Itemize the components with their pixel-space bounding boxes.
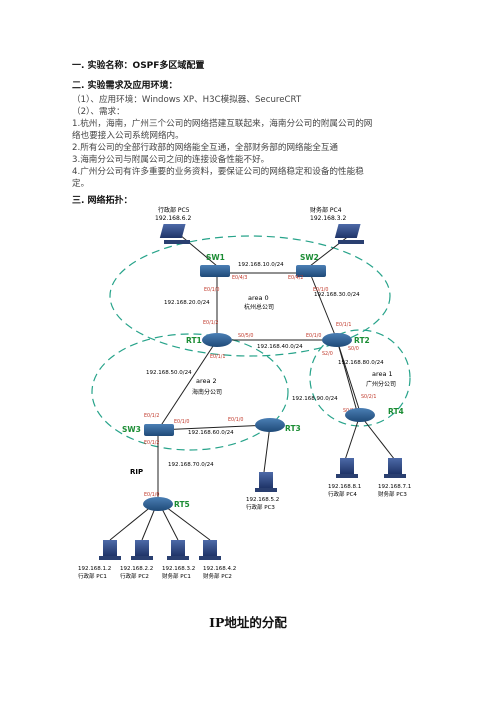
pc2a-label: 行政部 PC2: [120, 572, 149, 580]
area2-ellipse: [91, 333, 289, 451]
req-heading: （2）、需求：: [72, 107, 125, 117]
port-s0-1: S0/0: [348, 346, 359, 352]
pc5-ip: 192.168.6.2: [155, 215, 191, 222]
sw1-label: SW1: [206, 253, 225, 262]
sw2-switch-icon: [296, 265, 326, 277]
pc4-label: 财务部 PC4: [310, 206, 342, 214]
area1-ellipse: [309, 329, 411, 427]
net60-label: 192.168.60.0/24: [188, 430, 234, 436]
pc5-label: 行政部 PC5: [158, 206, 190, 214]
port-e01-1: E0/1/1: [336, 322, 351, 328]
req-4b: 定。: [72, 179, 90, 189]
port-e04-3: E0/4/3: [232, 275, 247, 281]
hn-label: 海南分公司: [192, 388, 222, 396]
rt1-router-icon: [202, 333, 232, 347]
port-e01-2b: E0/1/2: [144, 413, 159, 419]
req-2: 2.所有公司的全部行政部的网络能全互通，全部财务部的网络能全互通: [72, 143, 339, 153]
port-s0-0a: S0/5/0: [238, 333, 253, 339]
rt1-label: RT1: [186, 336, 202, 345]
pc1b-label: 财务部 PC1: [162, 572, 191, 580]
gz-label: 广州分公司: [366, 380, 396, 388]
pc3b-ip: 192.168.7.1: [378, 484, 411, 490]
pc4-ip: 192.168.3.2: [310, 215, 346, 222]
pc3-label: 行政部 PC3: [246, 503, 275, 511]
area0-label: area 0: [248, 294, 269, 302]
rt4-router-icon: [345, 408, 375, 422]
pc4b-ip: 192.168.8.1: [328, 484, 361, 490]
area1-label: area 1: [372, 370, 393, 378]
pc1a-ip: 192.168.1.2: [78, 566, 111, 572]
rt4-label: RT4: [388, 407, 404, 416]
pc2b-ip: 192.168.4.2: [203, 566, 236, 572]
port-e01-5: E0/1/2: [144, 440, 159, 446]
port-e01-2: E0/1/2: [203, 320, 218, 326]
rt2-router-icon: [322, 333, 352, 347]
net20-label: 192.168.20.0/24: [164, 300, 210, 306]
sw1-switch-icon: [200, 265, 230, 277]
pc3b-label: 财务部 PC3: [378, 490, 407, 498]
pc1a-icon: [99, 540, 121, 560]
net80-label: 192.168.80.0/24: [338, 360, 384, 366]
pc3b-icon: [384, 458, 406, 478]
req-1a: 1.杭州，海南，广州三个公司的网络搭建互联起来，海南分公司的附属公司的网: [72, 119, 373, 129]
port-s2-0: S2/0: [322, 351, 333, 357]
port-s0-3: S0/2/1: [361, 394, 376, 400]
ip-allocation-heading: IP地址的分配: [209, 615, 287, 630]
rip-label: RIP: [130, 468, 143, 476]
network-topology-diagram: 行政部 PC5 192.168.6.2 财务部 PC4 192.168.3.2 …: [78, 206, 411, 580]
rt3-label: RT3: [285, 424, 301, 433]
port-e01-0b: E0/1/0: [313, 287, 328, 293]
area0-ellipse: [109, 235, 391, 357]
sw3-label: SW3: [122, 425, 141, 434]
rt3-router-icon: [255, 418, 285, 432]
net30-label: 192.168.30.0/24: [314, 292, 360, 298]
rt5-label: RT5: [174, 500, 190, 509]
pc4-icon: [334, 224, 364, 244]
net10-label: 192.168.10.0/24: [238, 262, 284, 268]
net70-label: 192.168.70.0/24: [168, 462, 214, 468]
sw3-switch-icon: [144, 424, 174, 436]
port-e01-1b: E0/1/1: [210, 354, 225, 360]
port-s0-0b: E0/1/0: [306, 333, 321, 339]
req-4a: 4.广州分公司有许多重要的业务资料，要保证公司的网络稳定和设备的性能稳: [72, 167, 364, 177]
pc1b-ip: 192.168.3.2: [162, 566, 195, 572]
section-heading-requirements: 二. 实验需求及应用环境：: [72, 81, 178, 91]
req-1b: 络也要接入公司系统网络内。: [72, 131, 184, 141]
pc4b-icon: [336, 458, 358, 478]
net50-label: 192.168.50.0/24: [146, 370, 192, 376]
sw2-label: SW2: [300, 253, 319, 262]
pc4b-label: 行政部 PC4: [328, 490, 357, 498]
net90-label: 192.168.90.0/24: [292, 396, 338, 402]
hz-label: 杭州总公司: [244, 303, 274, 311]
pc1b-icon: [167, 540, 189, 560]
env-line: （1）、应用环境：Windows XP、H3C模拟器、SecureCRT: [72, 95, 302, 105]
port-e04-2: E0/4/2: [288, 275, 303, 281]
pc2b-icon: [199, 540, 221, 560]
port-e01-4: E0/1/0: [228, 417, 243, 423]
pc2a-icon: [131, 540, 153, 560]
port-e01-0a: E0/1/0: [204, 287, 219, 293]
pc3-icon: [255, 472, 277, 492]
pc2a-ip: 192.168.2.2: [120, 566, 153, 572]
doc-title: 一. 实验名称：OSPF多区域配置: [72, 61, 205, 71]
pc5-icon: [159, 224, 190, 244]
area2-label: area 2: [196, 377, 217, 385]
section-heading-topology: 三. 网络拓扑：: [72, 196, 133, 206]
rt2-label: RT2: [354, 336, 370, 345]
port-e01-3: E0/1/0: [174, 419, 189, 425]
pc2b-label: 财务部 PC2: [203, 572, 232, 580]
port-e01-6: E0/1/0: [144, 492, 159, 498]
pc3-ip: 192.168.5.2: [246, 497, 279, 503]
rt5-router-icon: [143, 497, 173, 511]
req-3: 3.海南分公司与附属公司之间的连接设备性能不好。: [72, 155, 270, 165]
pc1a-label: 行政部 PC1: [78, 572, 107, 580]
links: [109, 234, 396, 541]
net40-label: 192.168.40.0/24: [257, 344, 303, 350]
